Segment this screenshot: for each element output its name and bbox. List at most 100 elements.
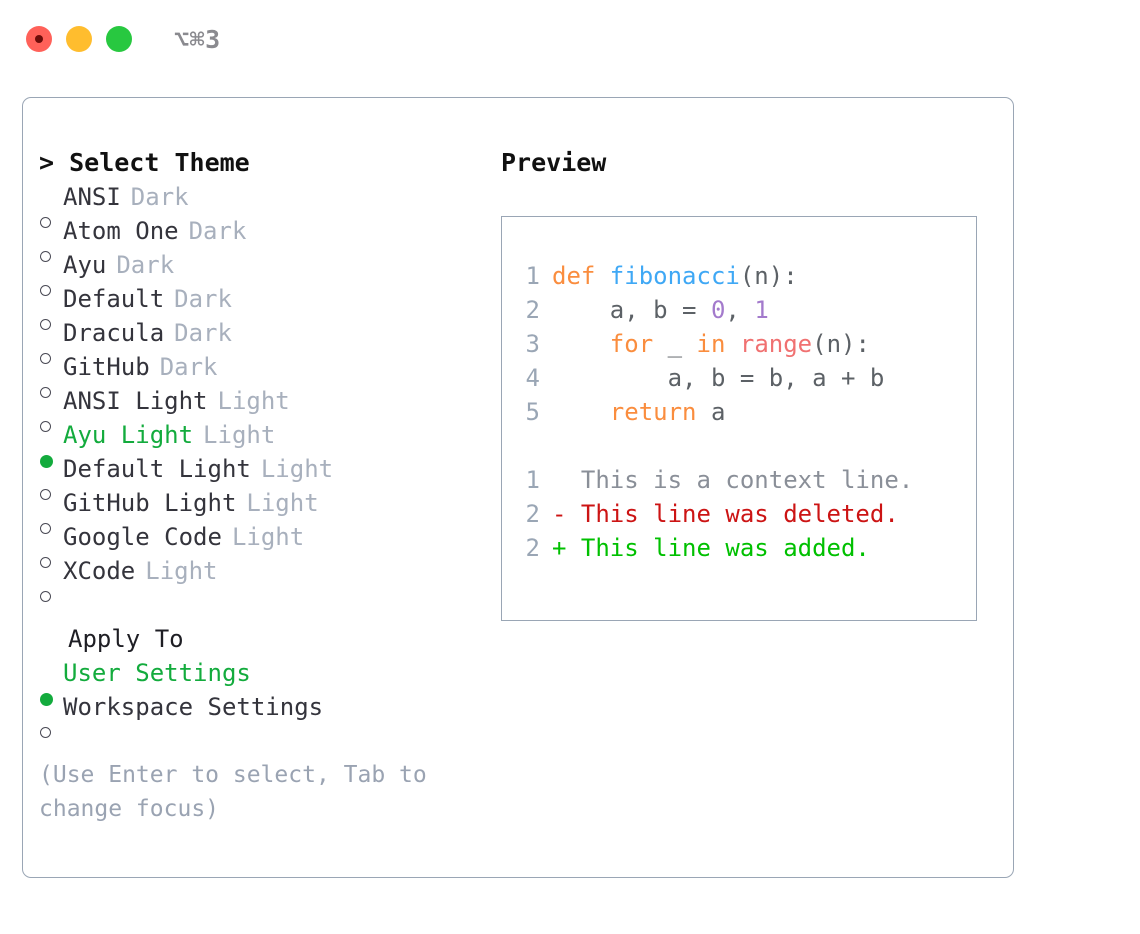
code-line: 2 a, b = 0, 1: [510, 293, 970, 327]
theme-option-label: Google Code: [63, 523, 222, 551]
code-token-plain: [552, 330, 610, 358]
title-bar: ⌥⌘3: [0, 0, 1140, 78]
code-token-plain: [552, 398, 610, 426]
line-number: 4: [525, 364, 540, 392]
theme-option-variant: Light: [217, 387, 290, 415]
code-line: 4 a, b = b, a + b: [510, 361, 970, 395]
close-button[interactable]: [26, 26, 52, 52]
section-spacer: [39, 588, 499, 622]
apply-to-option-user-settings[interactable]: User Settings: [39, 656, 499, 706]
theme-option-default[interactable]: Default Dark: [39, 282, 499, 330]
theme-option-label: Atom One: [63, 217, 179, 245]
code-token-number: 0: [710, 296, 726, 324]
theme-option-label: XCode: [63, 557, 136, 585]
diff-line-text: - This line was deleted.: [552, 500, 899, 528]
radio-ring: [40, 285, 51, 296]
theme-option-dracula[interactable]: Dracula Dark: [39, 316, 499, 364]
radio-ring: [40, 217, 51, 228]
code-token-keyword: return: [609, 398, 697, 426]
line-number: 1: [525, 466, 540, 494]
diff-line-deleted: 2 - This line was deleted.: [510, 497, 970, 531]
code-token-keyword: in: [696, 330, 726, 358]
radio-ring: [40, 523, 51, 534]
theme-option-ansi-light[interactable]: ANSI Light Light: [39, 384, 499, 432]
theme-option-variant: Dark: [174, 285, 232, 313]
keyboard-hint-text: (Use Enter to select, Tab to change focu…: [39, 762, 441, 822]
keyboard-shortcut-label: ⌥⌘3: [174, 24, 221, 54]
theme-option-variant: Light: [246, 489, 319, 517]
theme-option-variant: Light: [231, 523, 305, 551]
theme-option-variant: Light: [260, 455, 334, 483]
code-line: 1 def fibonacci(n):: [510, 259, 970, 293]
theme-option-label: Ayu: [63, 251, 107, 279]
code-token-plain: ,: [725, 296, 755, 324]
theme-option-label: Default Light: [63, 455, 251, 483]
radio-ring: [40, 727, 51, 738]
line-number: 5: [525, 398, 540, 426]
theme-option-atom-one[interactable]: Atom One Dark: [39, 214, 499, 262]
code-token-number: 1: [754, 296, 769, 324]
theme-option-xcode[interactable]: XCode Light: [39, 554, 499, 602]
minimize-button[interactable]: [66, 26, 92, 52]
maximize-button[interactable]: [106, 26, 132, 52]
theme-option-variant: Dark: [174, 319, 232, 347]
code-token-keyword: def: [552, 262, 610, 290]
theme-option-label: Dracula: [63, 319, 165, 347]
theme-option-variant: Light: [145, 557, 218, 585]
theme-option-google-code[interactable]: Google Code Light: [39, 520, 499, 568]
radio-ring: [40, 421, 51, 432]
code-token-call: range: [739, 330, 813, 358]
radio-dot: [40, 693, 53, 706]
apply-to-option-label: Workspace Settings: [63, 693, 324, 721]
line-number: 3: [525, 330, 540, 358]
line-number: 1: [525, 262, 540, 290]
code-token-plain: a, b = b, a + b: [552, 364, 885, 392]
radio-ring: [40, 557, 51, 568]
code-line-text: def fibonacci(n):: [552, 259, 798, 293]
theme-option-variant: Dark: [188, 217, 247, 245]
theme-option-default-light[interactable]: Default Light Light: [39, 452, 499, 500]
code-line: 3 for _ in range(n):: [510, 327, 970, 361]
theme-option-label: Default: [63, 285, 165, 313]
radio-ring: [40, 489, 51, 500]
theme-option-label: ANSI Light: [63, 387, 208, 415]
theme-option-label: Ayu Light: [63, 421, 194, 449]
diff-line-text: This is a context line.: [552, 466, 914, 494]
code-line-text: a, b = b, a + b: [552, 361, 885, 395]
code-blank-line: [510, 429, 970, 463]
theme-option-ayu[interactable]: Ayu Dark: [39, 248, 499, 296]
radio-ring: [40, 387, 51, 398]
diff-line-context: 1 This is a context line.: [510, 463, 970, 497]
code-line-text: a, b = 0, 1: [552, 293, 769, 327]
radio-ring: [40, 319, 51, 330]
radio-dot: [40, 455, 53, 468]
radio-ring: [40, 591, 51, 602]
radio-ring: [40, 353, 51, 364]
preview-heading: Preview: [501, 148, 607, 177]
code-token-plain: (n):: [739, 262, 798, 290]
line-number: 2: [525, 534, 540, 562]
apply-to-option-workspace-settings[interactable]: Workspace Settings: [39, 690, 499, 738]
theme-option-variant: Dark: [159, 353, 218, 381]
line-number: 2: [525, 500, 540, 528]
theme-option-label: GitHub Light: [63, 489, 237, 517]
diff-sample-lines: 1 This is a context line. 2 - This line wa…: [510, 463, 970, 565]
code-token-plain: a, b =: [552, 296, 711, 324]
code-line-text: for _ in range(n):: [552, 327, 870, 361]
line-number: 2: [525, 296, 540, 324]
radio-ring: [40, 251, 51, 262]
theme-option-github-light[interactable]: GitHub Light Light: [39, 486, 499, 534]
theme-option-variant: Dark: [116, 251, 175, 279]
